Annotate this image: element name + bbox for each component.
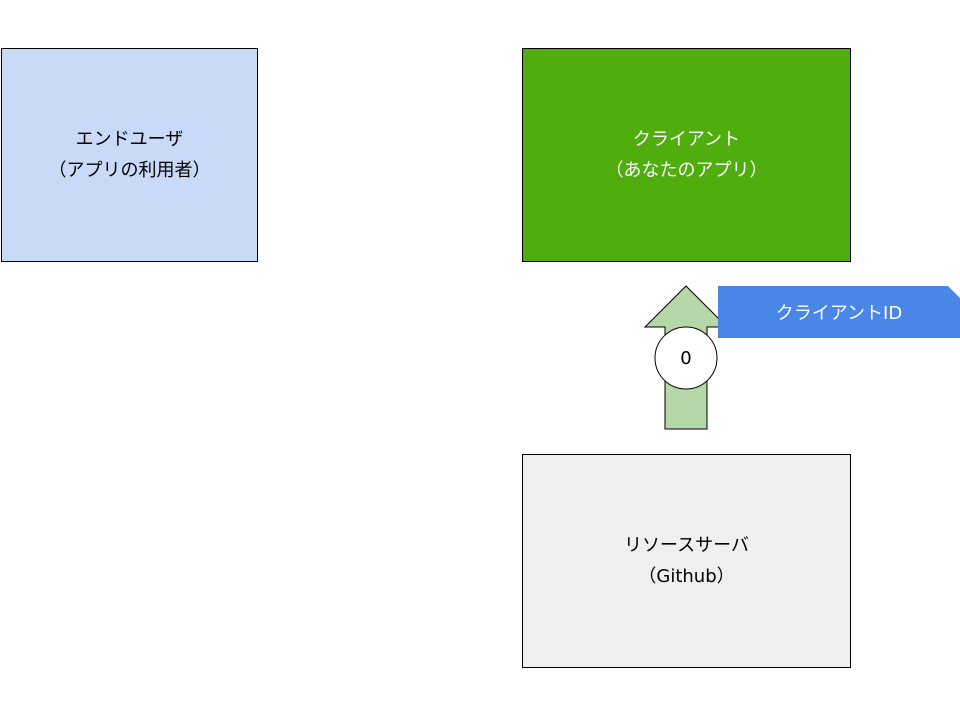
end-user-box: エンドユーザ （アプリの利用者） xyxy=(1,48,258,262)
client-subtitle: （あなたのアプリ） xyxy=(605,160,768,181)
client-id-tag-label: クライアントID xyxy=(775,303,903,324)
step-number: 0 xyxy=(680,347,692,369)
end-user-title: エンドユーザ xyxy=(75,129,184,150)
end-user-subtitle: （アプリの利用者） xyxy=(48,160,211,181)
client-title: クライアント xyxy=(632,129,741,150)
resource-server-box: リソースサーバ （Github） xyxy=(522,454,851,668)
resource-server-title: リソースサーバ xyxy=(624,535,749,556)
resource-server-subtitle: （Github） xyxy=(638,566,735,587)
client-box: クライアント （あなたのアプリ） xyxy=(522,48,851,262)
